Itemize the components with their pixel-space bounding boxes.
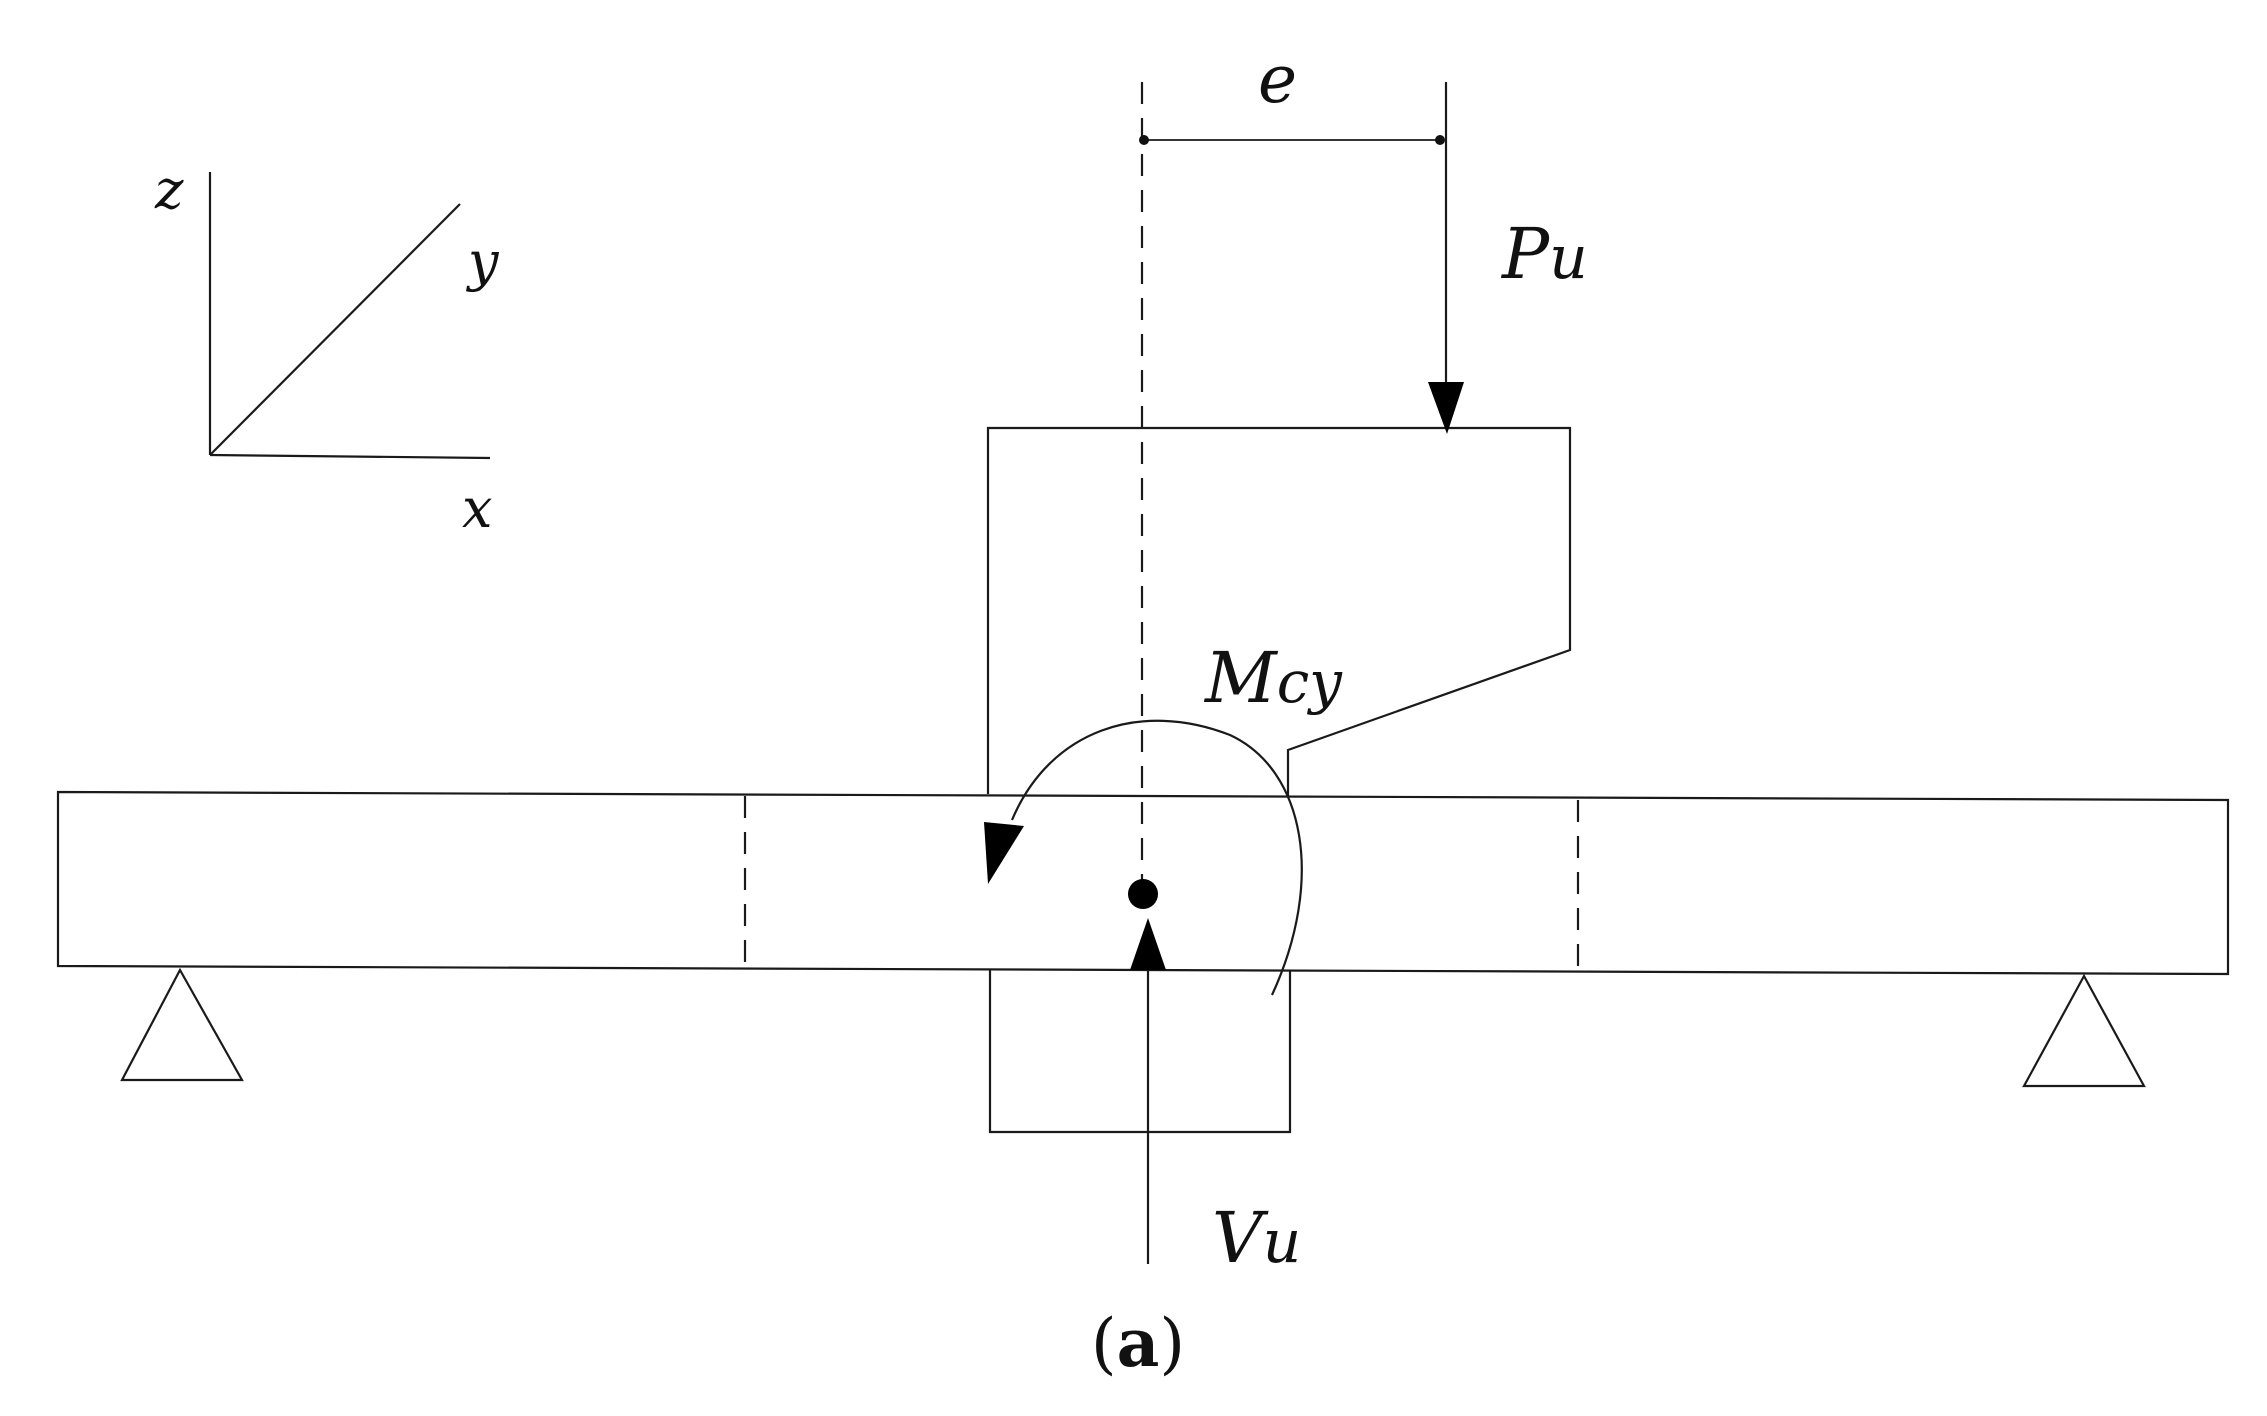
axial-load-label: Pu: [1500, 213, 1588, 295]
eccentricity-dimension: e: [1139, 41, 1445, 145]
upper-column-with-corbel: [986, 426, 1572, 796]
shear-force-arrow-head: [1130, 918, 1166, 970]
eccentricity-label: e: [1258, 41, 1297, 118]
lower-column: [988, 970, 1292, 1134]
axis-triad: z y x: [154, 158, 500, 540]
y-axis-line: [209, 203, 461, 456]
moment-arrow-head: [984, 822, 1024, 884]
right-support-triangle: [2022, 973, 2146, 1088]
left-support-triangle: [120, 967, 244, 1082]
moment-arrow-arc: [1010, 719, 1303, 996]
column-centroid-dot: [1128, 879, 1158, 909]
axial-load-label-subscript: u: [1549, 223, 1588, 293]
x-axis-line: [209, 453, 491, 460]
eccentricity-right-tick-dot: [1435, 135, 1445, 145]
moment-label-subscript: cy: [1277, 648, 1343, 716]
moment-arrow: Mcy: [984, 637, 1343, 996]
slab-beam: [56, 790, 2230, 976]
moment-label: Mcy: [1203, 637, 1343, 719]
shear-force-arrow: Vu: [1130, 918, 1301, 1279]
shear-force-label-subscript: u: [1263, 1207, 1302, 1277]
shear-force-label-main: V: [1212, 1197, 1269, 1279]
moment-label-main: M: [1203, 637, 1279, 719]
caption-letter: a: [1117, 1304, 1160, 1382]
axial-load-arrow: Pu: [1428, 82, 1588, 434]
caption-close-paren: ): [1159, 1305, 1185, 1382]
z-axis-label: z: [154, 158, 184, 221]
eccentricity-left-tick-dot: [1139, 135, 1149, 145]
axial-load-label-main: P: [1500, 213, 1551, 295]
shear-force-label: Vu: [1212, 1197, 1301, 1279]
caption-open-paren: (: [1091, 1305, 1117, 1382]
y-axis-label: y: [466, 230, 500, 293]
x-axis-label: x: [462, 477, 492, 540]
axial-load-arrow-head: [1428, 382, 1464, 434]
figure-caption: (a): [1091, 1304, 1185, 1382]
